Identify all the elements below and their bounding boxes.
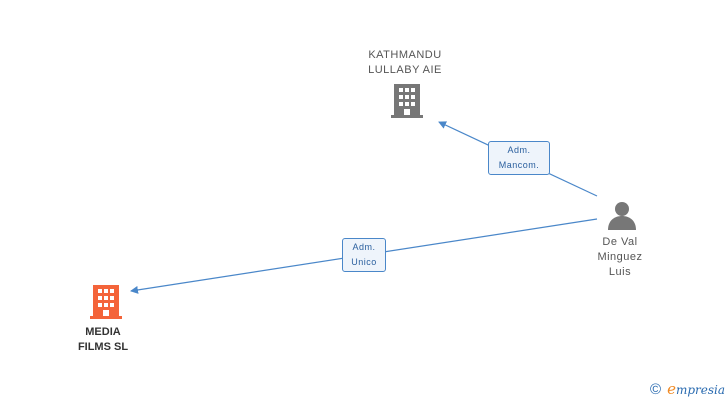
empresia-logo[interactable]: © empresia [650, 380, 725, 398]
building-icon[interactable] [90, 285, 122, 319]
edge-label-media-films-line2: Unico [351, 257, 377, 267]
edge-label-kathmandu-line1: Adm. [507, 145, 531, 155]
media-films-label-line1: MEDIA [85, 326, 121, 338]
edge-label-media-films[interactable]: Adm. Unico [342, 238, 386, 272]
person-label-line3: Luis [608, 266, 632, 278]
media-films-label[interactable]: MEDIA FILMS SL [53, 325, 153, 355]
brand-initial: e [667, 380, 676, 398]
media-films-label-line2: FILMS SL [77, 341, 129, 353]
kathmandu-label-line1: KATHMANDU [368, 49, 442, 61]
brand-name: empresia [667, 380, 725, 398]
building-icon[interactable] [391, 84, 423, 118]
person-icon[interactable] [607, 200, 637, 230]
brand-rest: mpresia [675, 383, 726, 397]
copyright-icon: © [650, 380, 662, 398]
person-label-line2: Minguez [597, 251, 643, 263]
person-label[interactable]: De Val Minguez Luis [575, 235, 665, 280]
kathmandu-label[interactable]: KATHMANDU LULLABY AIE [340, 48, 470, 78]
edge-label-media-films-line1: Adm. [352, 242, 376, 252]
edge-label-kathmandu[interactable]: Adm. Mancom. [488, 141, 550, 175]
person-label-line1: De Val [602, 236, 638, 248]
kathmandu-label-line2: LULLABY AIE [368, 64, 442, 76]
edge-label-kathmandu-line2: Mancom. [498, 160, 540, 170]
